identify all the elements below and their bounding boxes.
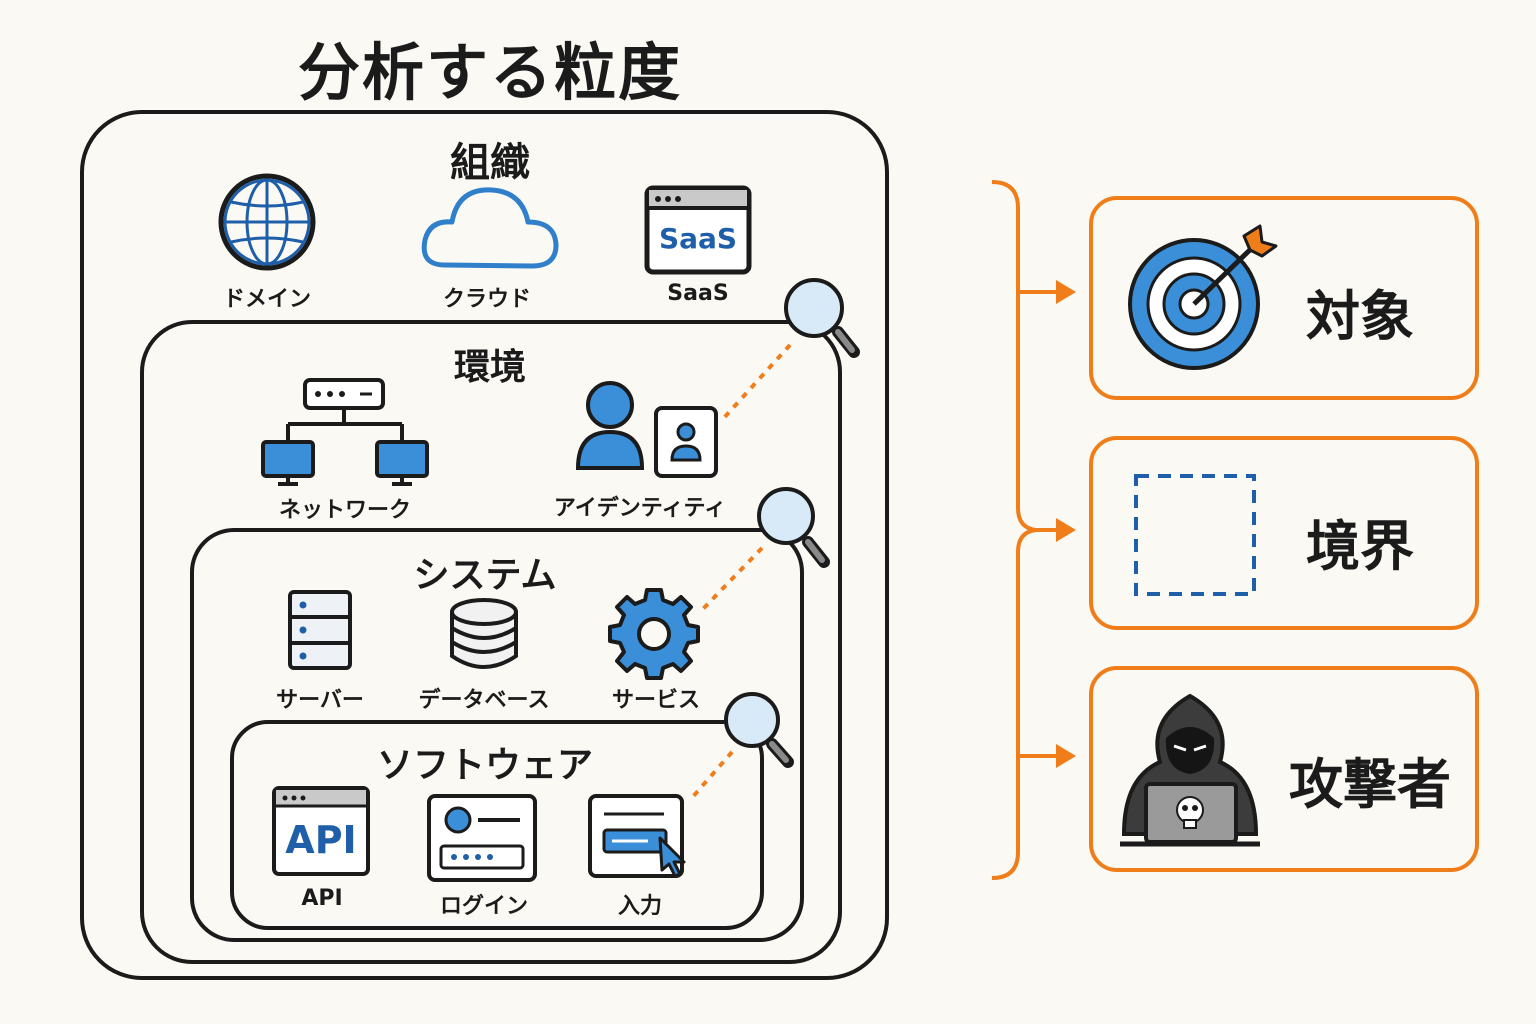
cloud-label: クラウド xyxy=(442,287,531,312)
hacker-icon xyxy=(1120,693,1260,847)
input-field-icon xyxy=(588,794,686,878)
saas-badge: SaaS xyxy=(658,222,738,255)
api-badge: API xyxy=(285,818,357,862)
domain-label: ドメイン xyxy=(222,287,311,312)
boundary-box xyxy=(1089,436,1479,630)
system-label: システム xyxy=(413,555,557,596)
gear-icon xyxy=(608,588,700,680)
arrow-icon xyxy=(1018,744,1076,768)
cloud-icon xyxy=(421,187,559,269)
target-icon xyxy=(1128,224,1278,370)
dotted-connector xyxy=(688,750,734,802)
network-label: ネットワーク xyxy=(278,498,411,523)
dashed-square-icon xyxy=(1134,474,1256,596)
identity-label: アイデンティティ xyxy=(553,496,727,521)
target-box-label: 対象 xyxy=(1306,285,1414,348)
bracket xyxy=(991,180,1037,880)
boundary-box-label: 境界 xyxy=(1306,515,1414,578)
dotted-connector xyxy=(720,343,792,422)
magnifier-icon xyxy=(724,692,794,768)
database-label: データベース xyxy=(418,688,550,713)
database-icon xyxy=(450,598,518,669)
input-label: 入力 xyxy=(617,894,662,919)
globe-icon xyxy=(218,173,316,271)
service-label: サービス xyxy=(611,688,700,713)
arrow-icon xyxy=(1036,518,1076,542)
organization-frame xyxy=(80,110,889,980)
api-label: API xyxy=(301,886,343,911)
arrow-icon xyxy=(1018,280,1076,304)
server-label: サーバー xyxy=(276,688,364,713)
organization-label: 組織 xyxy=(450,140,530,186)
saas-window-icon xyxy=(644,185,752,275)
software-label: ソフトウェア xyxy=(376,745,593,786)
login-label: ログイン xyxy=(439,894,528,919)
login-form-icon xyxy=(427,794,537,882)
dotted-connector xyxy=(698,546,764,614)
network-icon xyxy=(261,378,429,486)
attacker-box-label: 攻撃者 xyxy=(1289,753,1451,816)
server-icon xyxy=(288,590,352,670)
api-window-icon xyxy=(272,786,370,876)
environment-label: 環境 xyxy=(453,347,526,388)
saas-label: SaaS xyxy=(667,281,729,306)
magnifier-icon xyxy=(757,487,830,568)
magnifier-icon xyxy=(784,278,860,358)
page-title: 分析する粒度 xyxy=(297,36,682,109)
identity-icon xyxy=(575,381,718,478)
